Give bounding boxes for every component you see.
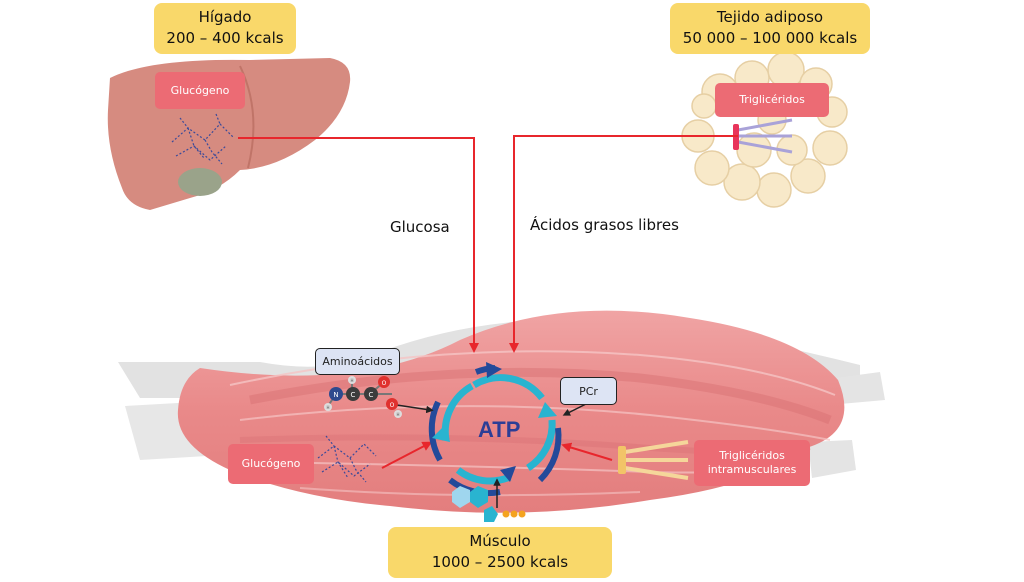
atom-o1: O [382,380,387,387]
adipose-triglyceride-box: Triglicéridos [715,83,829,117]
atom-h2: H [326,405,329,410]
muscle-glycogen-granule [317,435,377,483]
atom-c1: C [351,391,356,399]
liver-glycogen-box: Glucógeno [155,72,245,109]
adipose-label: Tejido adiposo 50 000 – 100 000 kcals [670,3,870,54]
glucose-flow-arrow [238,137,479,353]
atp-cycle-arrowheads [432,362,557,482]
muscle-glycogen-box: Glucógeno [228,444,314,484]
muscle-glycogen-label: Glucógeno [241,457,301,470]
amino-acids-label: Aminoácidos [322,355,393,368]
pcr-label: PCr [579,384,598,398]
pcr-box: PCr [560,377,617,405]
adipose-illustration [681,51,848,208]
adipose-title: Tejido adiposo [716,8,824,26]
fatty-acids-label: Ácidos grasos libres [530,216,679,234]
liver-glycogen-granule [171,113,235,165]
fatty-acid-flow-arrow [509,135,738,353]
liver-amount: 200 – 400 kcals [166,29,284,47]
atp-label: ATP [478,417,521,442]
intramuscular-triglyceride-box: Triglicéridos intramusculares [694,440,810,486]
atom-h3: H [396,412,399,417]
glycogen-to-atp-arrow [381,441,433,469]
amino-acid-molecule: N C C O O H H H [324,376,402,418]
adipose-triglyceride-label: Triglicéridos [739,93,805,106]
glucose-phosphate-substrate [452,486,526,522]
intramuscular-tg-line1: Triglicéridos [719,449,785,462]
atom-h1: H [350,378,353,383]
intramuscular-tg-line2: intramusculares [707,463,797,476]
atom-c2: C [369,391,374,399]
adipose-amount: 50 000 – 100 000 kcals [682,29,858,47]
liver-glycogen-label: Glucógeno [170,83,230,97]
triglyceride-to-atp-arrow [561,442,613,461]
amino-acids-box: Aminoácidos [315,348,400,375]
atom-o2: O [390,402,395,409]
intramuscular-triglyceride-molecule [618,440,689,480]
liver-title: Hígado [198,8,252,26]
glucose-label: Glucosa [390,218,450,236]
liver-label: Hígado 200 – 400 kcals [154,3,296,54]
muscle-amount: 1000 – 2500 kcals [431,553,569,571]
muscle-label: Músculo 1000 – 2500 kcals [388,527,612,578]
atom-n: N [333,391,338,399]
muscle-title: Músculo [469,532,531,550]
